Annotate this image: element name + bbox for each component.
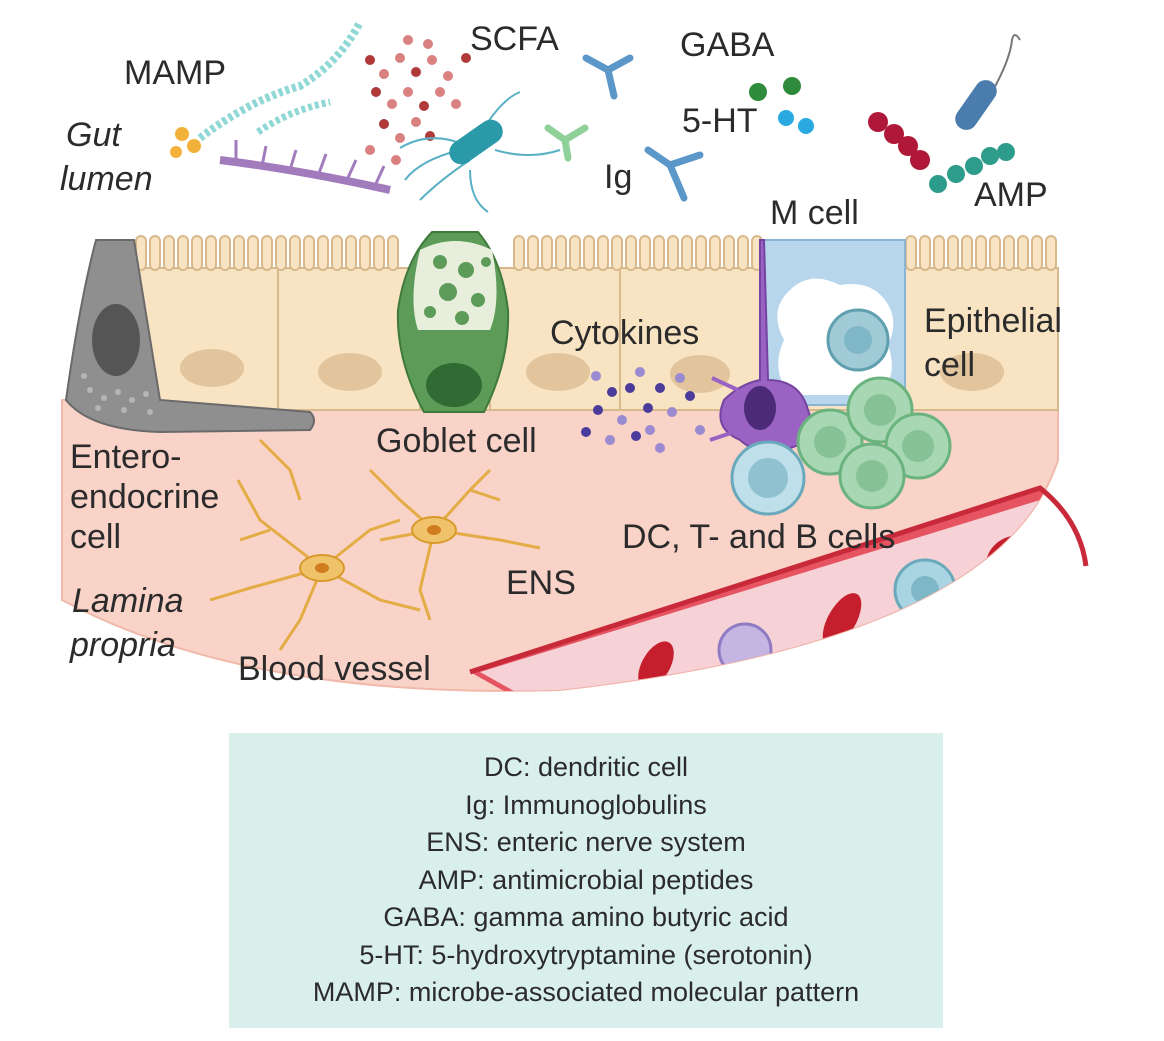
blood-vessel-label: Blood vessel xyxy=(238,650,431,688)
gut-lumen-label-line1: Gut xyxy=(66,116,121,154)
legend-item: Ig: Immunoglobulins xyxy=(465,789,707,820)
mamp-molecules xyxy=(170,20,391,194)
microvilli xyxy=(135,235,1057,271)
epithelial-cell-label-line2: cell xyxy=(924,346,976,384)
legend-item: GABA: gamma amino butyric acid xyxy=(383,902,789,932)
legend-item: ENS: enteric nerve system xyxy=(426,827,746,857)
enteroendocrine-label-line2: endocrine xyxy=(70,478,220,516)
m-cell-label: M cell xyxy=(770,194,859,232)
amp-peptides xyxy=(868,112,1015,193)
bacterium-rod xyxy=(955,34,1021,130)
abbreviation-legend: DC: dendritic cell Ig: Immunoglobulins E… xyxy=(229,733,943,1028)
epithelial-cell-label-line1: Epithelial xyxy=(924,302,1062,340)
scfa-molecules xyxy=(365,35,471,165)
goblet-cell xyxy=(396,231,510,413)
bacterium-flagellated xyxy=(399,91,561,213)
lamina-propria-label-line1: Lamina xyxy=(72,582,184,620)
enteroendocrine-label-line3: cell xyxy=(70,518,122,556)
dc-t-b-cells-label: DC, T- and B cells xyxy=(622,518,896,556)
cytokines xyxy=(581,367,705,453)
mamp-label: MAMP xyxy=(124,54,226,92)
amp-label: AMP xyxy=(974,176,1048,214)
enteroendocrine-label-line1: Entero- xyxy=(70,438,182,476)
diagram-canvas xyxy=(61,20,1089,692)
gut-lumen-label-line2: lumen xyxy=(60,160,153,198)
legend-item: MAMP: microbe-associated molecular patte… xyxy=(312,977,860,1007)
t-b-cells xyxy=(730,376,952,516)
gaba-label: GABA xyxy=(680,26,775,64)
legend-item: AMP: antimicrobial peptides xyxy=(418,864,754,895)
serotonin-molecules xyxy=(778,110,814,134)
gaba-molecules xyxy=(749,77,801,101)
gut-diagram: MAMP Gut lumen SCFA GABA 5-HT Ig AMP M c… xyxy=(60,20,1089,692)
cytokines-label: Cytokines xyxy=(550,314,700,352)
m-cell xyxy=(761,239,906,406)
lamina-propria-label-line2: propria xyxy=(70,626,176,664)
ig-antibodies xyxy=(544,54,704,202)
scfa-label: SCFA xyxy=(470,20,559,58)
legend-item: DC: dendritic cell xyxy=(483,752,689,782)
ens-label: ENS xyxy=(506,564,576,602)
goblet-cell-label: Goblet cell xyxy=(376,422,537,460)
ig-label: Ig xyxy=(604,158,633,196)
enteroendocrine-cell xyxy=(64,239,315,434)
five-ht-label: 5-HT xyxy=(682,102,758,140)
legend-item: 5-HT: 5-hydroxytryptamine (serotonin) xyxy=(359,939,813,970)
